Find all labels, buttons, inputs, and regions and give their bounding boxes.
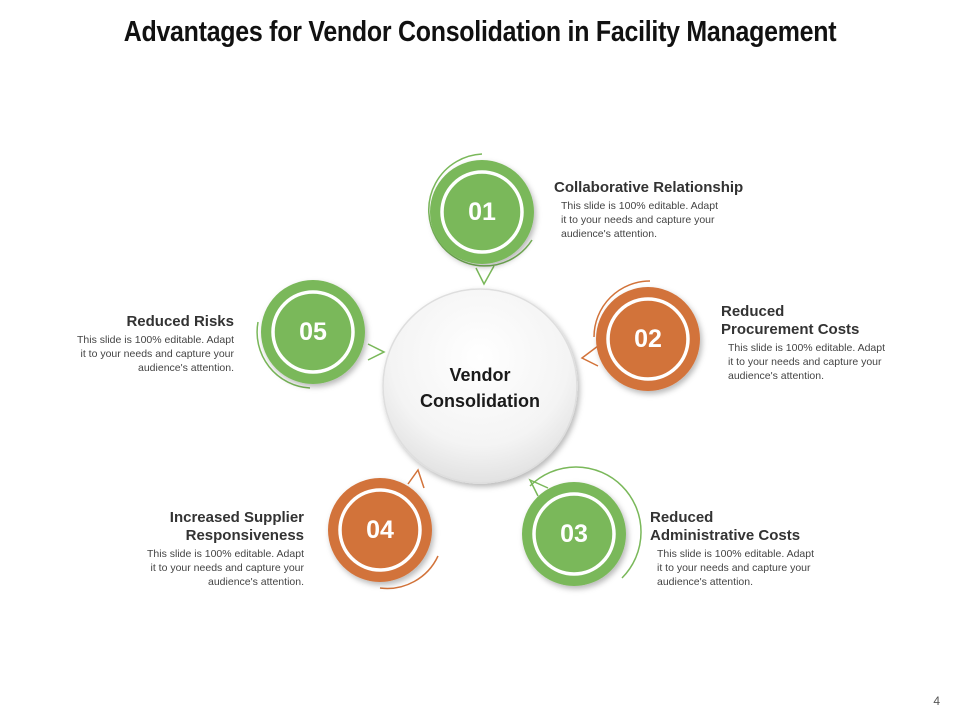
- center-label-line1: Vendor: [449, 365, 511, 385]
- node-number-02: 02: [634, 325, 662, 353]
- heading-line: Increased Supplier: [169, 509, 304, 526]
- desc-line: audience's attention.: [561, 228, 657, 240]
- page-number: 4: [933, 694, 940, 708]
- item-description: This slide is 100% editable. Adapt it to…: [728, 341, 941, 383]
- node-04: [328, 468, 439, 590]
- heading-line: Administrative Costs: [650, 527, 801, 544]
- text-block-02: Reduced Procurement Costs This slide is …: [721, 303, 941, 383]
- desc-line: audience's attention.: [138, 362, 234, 374]
- heading-line: Reduced: [650, 509, 714, 526]
- node-number-05: 05: [299, 318, 327, 346]
- center-label: Vendor Consolidation: [400, 362, 560, 414]
- item-description: This slide is 100% editable. Adapt it to…: [14, 333, 234, 375]
- node-03: [522, 466, 642, 586]
- item-heading: Reduced Procurement Costs: [721, 303, 941, 339]
- desc-line: audience's attention.: [657, 576, 753, 588]
- node-number-01: 01: [468, 198, 496, 226]
- text-block-05: Reduced Risks This slide is 100% editabl…: [14, 313, 234, 375]
- item-heading: Reduced Risks: [126, 313, 234, 330]
- node-02: [580, 280, 700, 391]
- item-heading: Reduced Administrative Costs: [650, 509, 870, 545]
- item-description: This slide is 100% editable. Adapt it to…: [657, 547, 870, 589]
- item-description: This slide is 100% editable. Adapt it to…: [561, 199, 774, 241]
- heading-line: Procurement Costs: [721, 321, 860, 338]
- desc-line: it to your needs and capture your: [150, 562, 304, 574]
- node-05: [256, 280, 386, 389]
- desc-line: it to your needs and capture your: [80, 348, 234, 360]
- center-circle: [382, 288, 578, 484]
- node-01: [428, 153, 534, 286]
- node-number-03: 03: [560, 520, 588, 548]
- heading-line: Responsiveness: [185, 527, 304, 544]
- center-label-line2: Consolidation: [420, 391, 540, 411]
- desc-line: it to your needs and capture your: [561, 214, 715, 226]
- item-description: This slide is 100% editable. Adapt it to…: [84, 547, 304, 589]
- node-number-04: 04: [366, 516, 394, 544]
- desc-line: it to your needs and capture your: [728, 356, 882, 368]
- desc-line: audience's attention.: [208, 576, 304, 588]
- desc-line: This slide is 100% editable. Adapt: [561, 200, 719, 212]
- text-block-01: Collaborative Relationship This slide is…: [554, 179, 774, 241]
- text-block-03: Reduced Administrative Costs This slide …: [650, 509, 870, 589]
- item-heading: Collaborative Relationship: [554, 179, 744, 196]
- desc-line: it to your needs and capture your: [657, 562, 811, 574]
- heading-line: Reduced: [721, 303, 785, 320]
- desc-line: This slide is 100% editable. Adapt: [657, 548, 815, 560]
- text-block-04: Increased Supplier Responsiveness This s…: [84, 509, 304, 589]
- desc-line: audience's attention.: [728, 370, 824, 382]
- desc-line: This slide is 100% editable. Adapt: [76, 334, 234, 346]
- desc-line: This slide is 100% editable. Adapt: [728, 342, 886, 354]
- item-heading: Increased Supplier Responsiveness: [84, 509, 304, 545]
- desc-line: This slide is 100% editable. Adapt: [146, 548, 304, 560]
- slide-title: Advantages for Vendor Consolidation in F…: [123, 16, 837, 48]
